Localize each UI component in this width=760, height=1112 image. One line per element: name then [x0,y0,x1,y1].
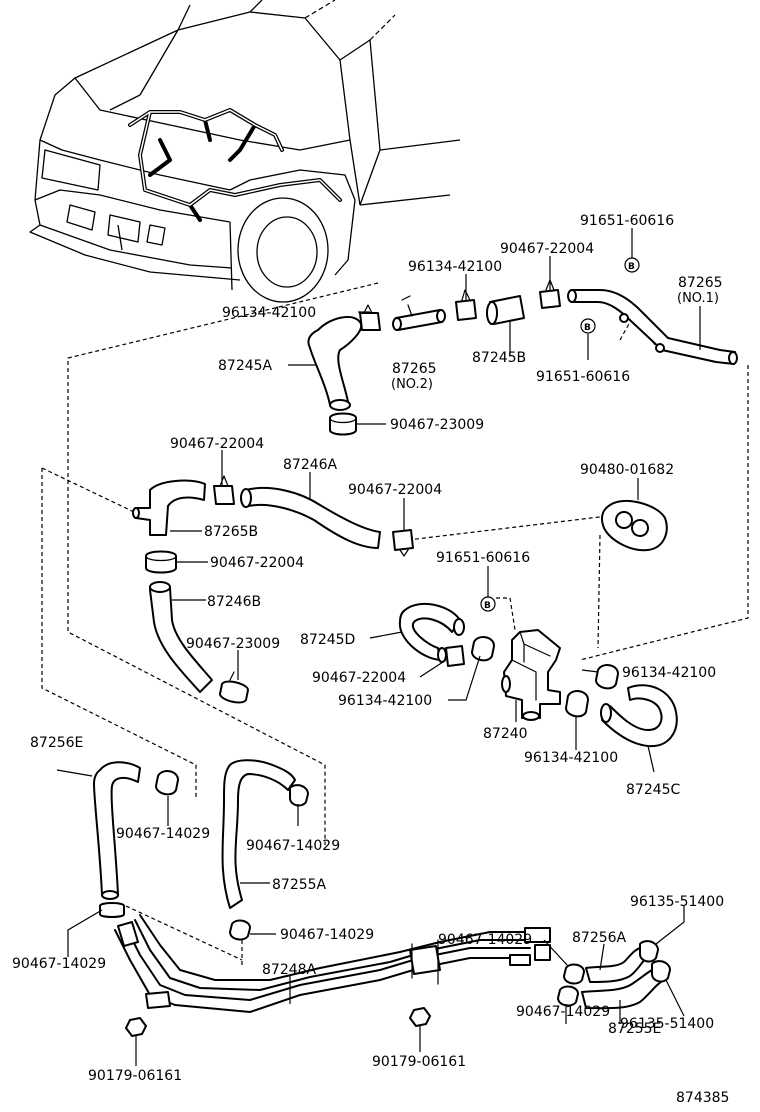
valve-87240 [503,629,561,719]
label-91651-60616-a: 91651-60616 [580,213,674,229]
label-87256E: 87256E [30,735,83,751]
label-90179-06161-b: 90179-06161 [372,1054,466,1070]
label-87265-no2-sub: (NO.2) [391,377,433,392]
clamp-96134-42100-b [455,299,477,321]
hose-87256E [93,761,141,896]
clamp-90467-23009-b [219,680,249,704]
hose-87256A [585,947,647,983]
label-87246B: 87246B [207,594,261,610]
label-87265B: 87265B [204,524,258,540]
label-87256A: 87256A [572,930,627,946]
label-90467-14029-a: 90467-14029 [116,826,210,842]
middle-hoses: B [132,475,678,748]
b-mark-2: B [584,323,591,333]
clamp-96134-42100-c [471,636,495,662]
clamp-90467-14029-b [289,784,309,807]
label-90467-22004-d: 90467-22004 [210,555,304,571]
label-90467-14029-f: 90467-14029 [516,1004,610,1020]
hose-87255A [221,759,296,909]
pipe-87265-no2 [395,309,443,331]
clamp-90467-23009-a [329,412,357,436]
clamp-96135-51400-b [651,960,671,983]
label-87245C: 87245C [626,782,681,798]
b-mark-3: B [484,601,491,611]
label-96134-42100-e: 96134-42100 [524,750,618,766]
label-87255E: 87255E [608,1021,661,1037]
clamp-90467-14029-c [229,919,251,941]
label-90480-01682: 90480-01682 [580,462,674,478]
label-96134-42100-a: 96134-42100 [222,305,316,321]
label-96135-51400-b: 96135-51400 [620,1016,714,1032]
diagram-number: 874385 [676,1090,729,1106]
label-96134-42100-c: 96134-42100 [622,665,716,681]
label-90467-14029-d: 90467-14029 [438,932,532,948]
clamp-90467-22004-b [213,485,235,505]
vehicle-illustration [29,0,461,303]
label-87265-no2: 87265 [392,361,437,377]
label-90467-23009-a: 90467-23009 [390,417,484,433]
label-91651-60616-b: 91651-60616 [536,369,630,385]
lower-hoses-pipes [93,759,671,1037]
label-90467-14029-b: 90467-14029 [246,838,340,854]
clamp-90467-14029-e [563,963,585,985]
pipe-87265B [135,479,206,536]
label-87248A: 87248A [262,962,317,978]
label-87246A: 87246A [283,457,338,473]
hose-87245A [307,315,363,406]
label-90467-22004-b: 90467-22004 [170,436,264,452]
bolt-90179-06161-b [409,1007,431,1027]
label-90467-14029-e: 90467-14029 [12,956,106,972]
hose-87245D [398,602,461,661]
upper-hoses: B B [307,257,738,436]
clamp-90467-22004-a [539,289,561,309]
label-96134-42100-b: 96134-42100 [408,259,502,275]
label-90467-23009-b: 90467-23009 [186,636,280,652]
clamp-96134-42100-e [565,690,589,718]
clamp-90467-14029-a [155,770,179,796]
label-87255A: 87255A [272,877,327,893]
label-90467-22004-e: 90467-22004 [312,670,406,686]
label-96134-42100-d: 96134-42100 [338,693,432,709]
label-87245A: 87245A [218,358,273,374]
label-87265-no1: 87265 [678,275,723,291]
bolt-90179-06161-a [125,1017,147,1037]
clamp-90467-22004-e [445,645,465,667]
clamp-96135-51400-a [639,940,659,963]
leader-lines [56,228,701,1066]
b-mark-1: B [628,262,635,272]
label-90467-22004-c: 90467-22004 [348,482,442,498]
label-87265-no1-sub: (NO.1) [677,291,719,306]
label-96135-51400-a: 96135-51400 [630,894,724,910]
clamp-90467-22004-c [392,529,414,551]
label-91651-60616-c: 91651-60616 [436,550,530,566]
label-90467-22004-a: 90467-22004 [500,241,594,257]
clamp-96134-42100-d [595,664,619,690]
label-87245D: 87245D [300,632,355,648]
part-labels: 96134-42100 96134-42100 90467-22004 9165… [12,213,729,1106]
label-90467-14029-c: 90467-14029 [280,927,374,943]
clamp-90467-22004-d [145,550,177,574]
hose-87246A [245,486,381,549]
label-87240: 87240 [483,726,528,742]
clamp-90467-14029-d [99,902,125,918]
clamp-96134-42100-a [359,312,381,331]
hose-87245C [601,684,678,748]
label-87245B: 87245B [472,350,526,366]
pipe-87248A [114,929,531,1013]
label-90179-06161-a: 90179-06161 [88,1068,182,1084]
